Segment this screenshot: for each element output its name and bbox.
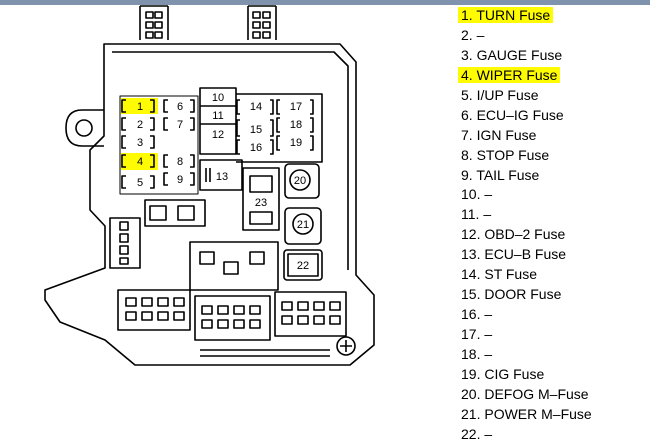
legend-item-text: 7. IGN Fuse [461, 126, 537, 143]
legend-item-text: 18. – [461, 345, 493, 362]
inner-outline [112, 51, 349, 270]
fuse-label-23: 23 [255, 197, 267, 209]
legend-item: 3. GAUGE Fuse [458, 46, 595, 66]
legend-item-text: 12. OBD–2 Fuse [461, 226, 566, 243]
fuse-label-13: 13 [216, 171, 228, 183]
legend-item-text: 13. ECU–B Fuse [461, 246, 567, 263]
legend-item: 8. STOP Fuse [458, 146, 595, 166]
relay-block-right [242, 163, 323, 281]
fuse-label-14: 14 [250, 101, 262, 113]
fuse-box-outline [44, 43, 375, 366]
legend-item-text: 17. – [461, 326, 493, 342]
fuse-label-22: 22 [297, 260, 309, 272]
highlight-fuse-1 [121, 98, 158, 114]
fuse-label-16: 16 [250, 142, 262, 154]
fuse-label-8: 8 [177, 156, 183, 168]
legend-item: 6. ECU–IG Fuse [458, 106, 595, 126]
fuse-column-left [119, 95, 199, 195]
legend-item-text: 15. DOOR Fuse [461, 286, 562, 303]
fuse-label-6: 6 [177, 101, 183, 113]
legend-item: 4. WIPER Fuse [458, 66, 595, 86]
legend-item-text: 1. TURN Fuse [458, 7, 554, 23]
fuse-label-11: 11 [212, 110, 223, 122]
legend-item: 20. DEFOG M–Fuse [458, 385, 595, 405]
fuse-label-7: 7 [177, 119, 183, 131]
fuse-label-18: 18 [290, 119, 302, 131]
legend-item-text: 16. – [461, 306, 493, 323]
legend-item: 18. – [458, 345, 595, 365]
connector-center [189, 241, 279, 291]
legend-item-text: 22. – [461, 425, 493, 442]
fuse-label-19: 19 [290, 137, 302, 149]
legend-item: 11. – [458, 205, 595, 225]
legend-item-text: 9. TAIL Fuse [461, 166, 540, 183]
legend-item: 1. TURN Fuse [458, 6, 595, 26]
fuse-block-center [199, 87, 323, 191]
legend-item-text: 2. – [461, 26, 485, 43]
legend-item-text: 5. I/UP Fuse [461, 86, 539, 103]
legend-item: 16. – [458, 305, 595, 325]
fuse-label-5: 5 [137, 177, 143, 189]
left-mounting-lug [65, 109, 104, 147]
legend-item-text: 20. DEFOG M–Fuse [461, 385, 589, 402]
connectors-bottom [117, 289, 347, 357]
legend-item-text: 4. WIPER Fuse [458, 66, 561, 83]
legend-item: 13. ECU–B Fuse [458, 245, 595, 265]
legend-item: 14. ST Fuse [458, 265, 595, 285]
legend-item-text: 10. – [461, 186, 493, 203]
connector-left [109, 217, 141, 269]
fuse-label-1: 1 [137, 101, 143, 113]
legend-item: 15. DOOR Fuse [458, 285, 595, 305]
window-top-bar [0, 0, 650, 5]
relay-left [144, 199, 206, 227]
legend-item: 5. I/UP Fuse [458, 86, 595, 106]
legend-item: 9. TAIL Fuse [458, 166, 595, 186]
legend-item-text: 19. CIG Fuse [461, 365, 545, 382]
bottom-screw [336, 336, 356, 356]
fuse-label-15: 15 [250, 124, 262, 136]
fuse-label-21: 21 [297, 219, 309, 231]
legend-item: 17. – [458, 325, 595, 345]
fuse-label-3: 3 [137, 137, 143, 149]
fuse-label-4: 4 [137, 156, 143, 168]
legend-item: 12. OBD–2 Fuse [458, 225, 595, 245]
legend-item: 2. – [458, 26, 595, 46]
legend-item-text: 3. GAUGE Fuse [461, 46, 563, 63]
legend-item: 21. POWER M–Fuse [458, 405, 595, 425]
legend-item: 7. IGN Fuse [458, 126, 595, 146]
legend-item: 10. – [458, 185, 595, 205]
legend-item-text: 8. STOP Fuse [461, 146, 550, 163]
fuse-label-2: 2 [137, 119, 143, 131]
top-mounting-tabs [139, 5, 277, 40]
fuse-label-9: 9 [177, 174, 183, 186]
legend-item: 22. – [458, 425, 595, 445]
fuse-label-17: 17 [290, 101, 302, 113]
legend-item-text: 14. ST Fuse [461, 266, 538, 283]
legend-item-text: 11. – [461, 206, 492, 223]
legend-item-text: 21. POWER M–Fuse [461, 405, 592, 422]
fuse-label-12: 12 [212, 129, 224, 141]
fuse-legend: 1. TURN Fuse 2. – 3. GAUGE Fuse 4. WIPER… [458, 6, 595, 445]
fuse-label-10: 10 [212, 92, 224, 104]
fuse-box-diagram: 1 2 3 4 5 6 7 8 9 10 11 12 13 14 15 16 1… [44, 5, 375, 366]
legend-item: 19. CIG Fuse [458, 365, 595, 385]
fuse-label-20: 20 [294, 175, 306, 187]
highlight-fuse-4 [121, 153, 158, 170]
legend-item-text: 6. ECU–IG Fuse [461, 106, 564, 123]
